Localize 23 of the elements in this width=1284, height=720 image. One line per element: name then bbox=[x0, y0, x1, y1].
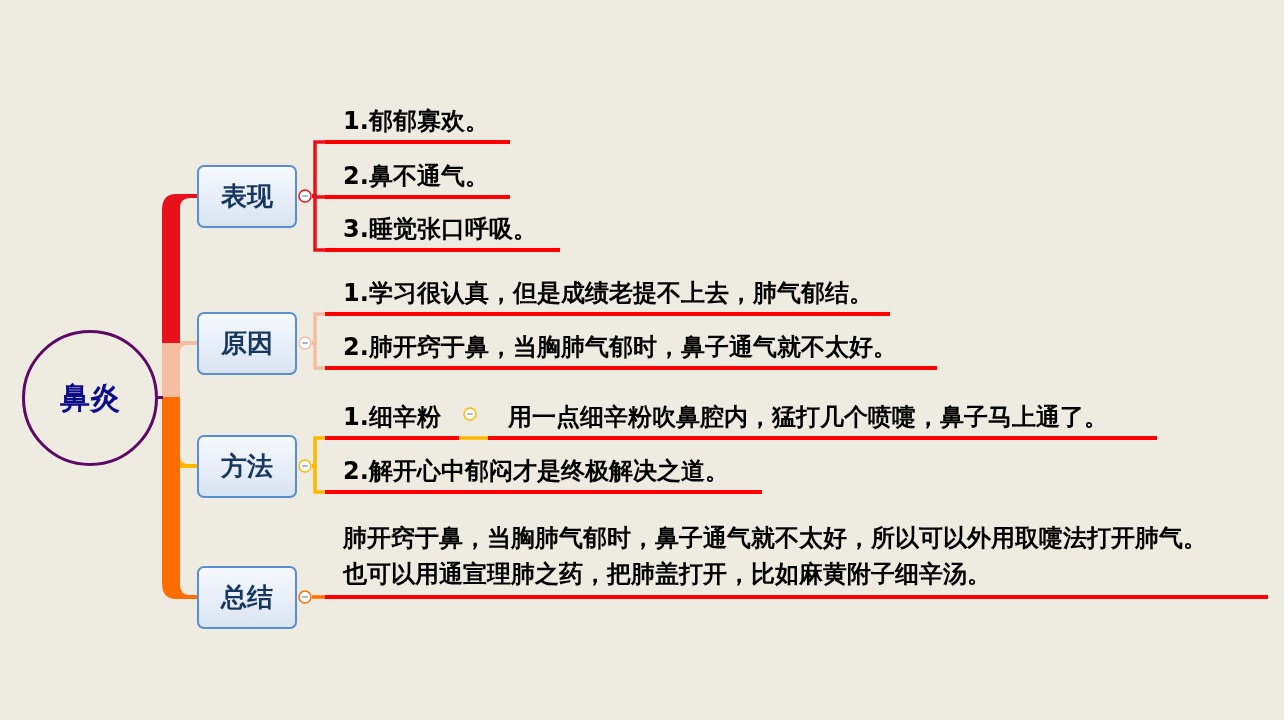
underlined-topic: 1.细辛粉 bbox=[325, 398, 459, 440]
underlined-topic: 用一点细辛粉吹鼻腔内，猛打几个喷嚏，鼻子马上通了。 bbox=[488, 398, 1157, 440]
topic-box: 总结 bbox=[197, 566, 297, 629]
connector-line bbox=[459, 436, 488, 440]
underlined-topic: 2.解开心中郁闷才是终极解决之道。 bbox=[325, 452, 762, 494]
underlined-topic: 3.睡觉张口呼吸。 bbox=[325, 210, 560, 252]
connector-line bbox=[312, 464, 325, 494]
underlined-topic: 1.学习很认真，但是成绩老提不上去，肺气郁结。 bbox=[325, 274, 890, 316]
branch-line bbox=[162, 194, 197, 343]
topic-box: 原因 bbox=[197, 312, 297, 375]
connector-line bbox=[312, 595, 325, 599]
underlined-topic: 肺开窍于鼻，当胸肺气郁时，鼻子通气就不太好，所以可以外用取嚏法打开肺气。也可以用通宣理肺之药，把肺盖打开，比如麻黄附子细辛汤。 bbox=[325, 520, 1268, 599]
connector-line bbox=[312, 341, 325, 370]
topic-box: 表现 bbox=[197, 165, 297, 228]
branch-line bbox=[162, 397, 180, 466]
topic-circle: 鼻炎 bbox=[22, 330, 158, 466]
underlined-topic: 2.鼻不通气。 bbox=[325, 157, 510, 199]
branch-line bbox=[162, 466, 197, 599]
branch-line bbox=[162, 343, 180, 397]
underlined-topic: 1.郁郁寡欢。 bbox=[325, 102, 510, 144]
connector-line bbox=[312, 194, 325, 252]
topic-box: 方法 bbox=[197, 435, 297, 498]
underlined-topic: 2.肺开窍于鼻，当胸肺气郁时，鼻子通气就不太好。 bbox=[325, 328, 937, 370]
